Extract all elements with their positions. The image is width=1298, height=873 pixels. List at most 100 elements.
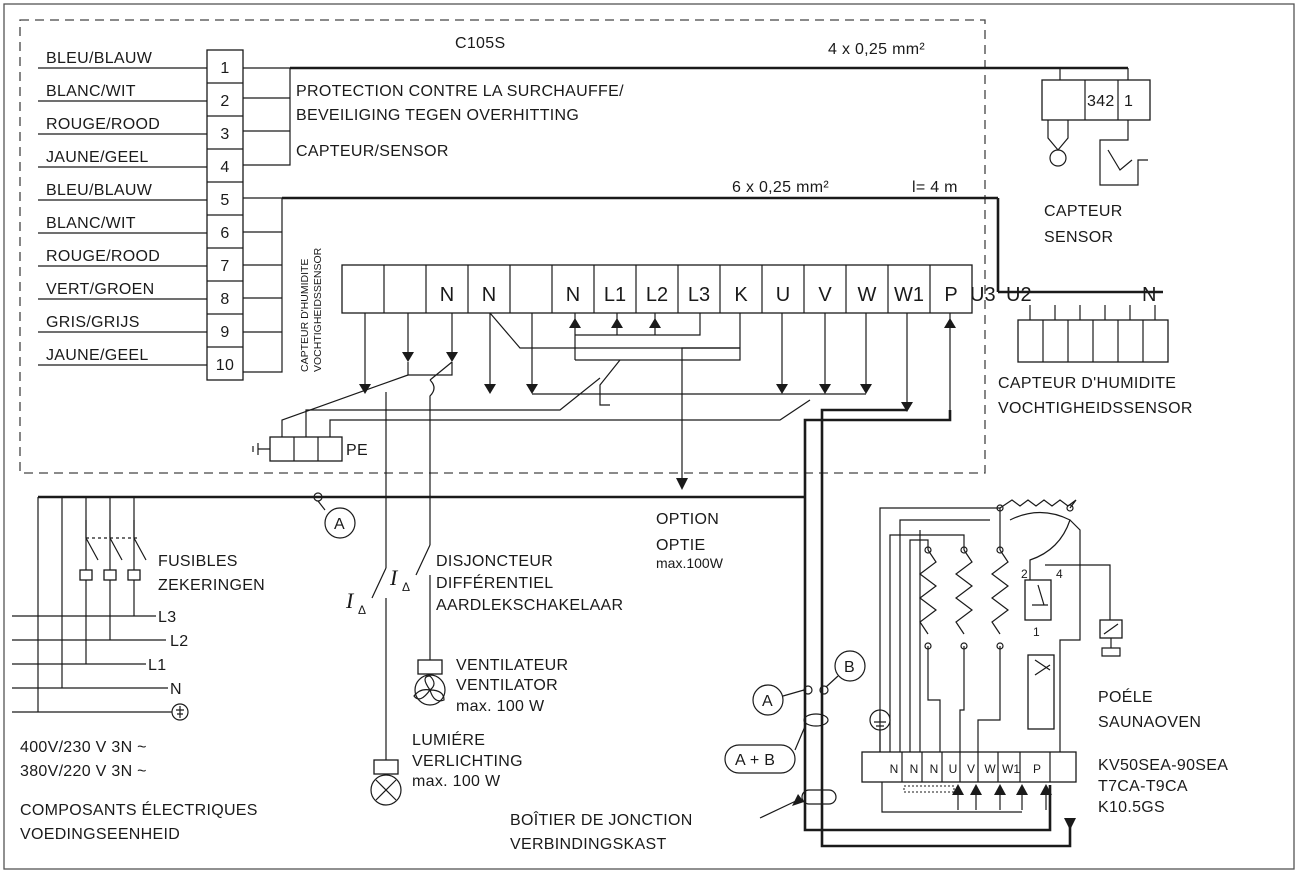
strip-terminal-label: N	[566, 284, 580, 306]
junction-label-1: BOÎTIER DE JONCTION	[510, 810, 693, 829]
svg-text:2: 2	[1021, 567, 1028, 581]
pe-label: PE	[346, 442, 368, 459]
terminal-number: 4	[220, 159, 229, 176]
strip-terminal-label: V	[818, 284, 832, 306]
fuses-label-1: FUSIBLES	[158, 553, 238, 570]
stove-terminal-label: U	[949, 762, 958, 776]
overheat-line-2: BEVEILIGING TEGEN OVERHITTING	[296, 107, 579, 124]
sensor-caption-1: CAPTEUR	[1044, 203, 1123, 220]
components-label-1: COMPOSANTS ÉLECTRIQUES	[20, 800, 258, 819]
wire-color-label: JAUNE/GEEL	[46, 149, 149, 166]
svg-text:A: A	[334, 516, 345, 533]
wire-color-label: ROUGE/ROOD	[46, 116, 160, 133]
internal-wiring	[252, 312, 1072, 848]
svg-text:I: I	[389, 565, 399, 590]
cable-length: l= 4 m	[912, 179, 958, 196]
strip-terminal-label: U	[776, 284, 790, 306]
supply-network	[12, 492, 805, 721]
terminal-number: 3	[220, 126, 229, 143]
svg-text:1: 1	[1033, 625, 1040, 639]
wire-color-label: GRIS/GRIJS	[46, 314, 140, 331]
sensor-wiring	[243, 66, 1129, 166]
rcd-label-2: DIFFÉRENTIEL	[436, 573, 553, 592]
humidity-vertical-1: CAPTEUR D'HUMIDITE	[299, 259, 311, 372]
svg-text:I: I	[345, 588, 355, 613]
junction-markers: A B A + B	[724, 650, 866, 819]
stove-label-2: SAUNAOVEN	[1098, 714, 1201, 731]
supply-line-label: L3	[158, 609, 176, 626]
unit-name: C105S	[455, 35, 505, 52]
fan-label-2: VENTILATOR	[456, 677, 558, 694]
terminal-number: 8	[220, 291, 229, 308]
voltage-line-2: 380V/220 V 3N ~	[20, 763, 147, 780]
stove-terminal-label: W1	[1002, 762, 1020, 776]
fan-label-1: VENTILATEUR	[456, 657, 568, 674]
svg-text:B: B	[844, 659, 855, 676]
supply-line-label: L1	[148, 657, 166, 674]
wire-color-label: BLANC/WIT	[46, 215, 136, 232]
voltage-line-1: 400V/230 V 3N ~	[20, 739, 147, 756]
point-a-marker	[324, 507, 356, 539]
wire-color-label: BLANC/WIT	[46, 83, 136, 100]
svg-text:342: 342	[1087, 93, 1115, 110]
strip-terminal-label: P	[944, 284, 957, 306]
stove-model-2: T7CA-T9CA	[1098, 778, 1188, 795]
humidity-caption-2: VOCHTIGHEIDSSENSOR	[998, 400, 1193, 417]
light-label-3: max. 100 W	[412, 773, 501, 790]
overheat-line-1: PROTECTION CONTRE LA SURCHAUFFE/	[296, 83, 624, 100]
svg-text:A + B: A + B	[735, 752, 775, 769]
strip-terminal-label: K	[734, 284, 748, 306]
junction-label-2: VERBINDINGSKAST	[510, 836, 667, 853]
supply-line-label: L2	[170, 633, 188, 650]
option-label-2: OPTIE	[656, 537, 706, 554]
svg-text:4: 4	[1056, 567, 1063, 581]
option-label-1: OPTION	[656, 511, 719, 528]
terminal-u2: U2	[1006, 284, 1032, 306]
supply-line-label: N	[170, 681, 182, 698]
svg-text:Δ: Δ	[402, 580, 410, 594]
stove-terminal-label: W	[984, 762, 996, 776]
terminal-number: 7	[220, 258, 229, 275]
rcd-label-3: AARDLEKSCHAKELAAR	[436, 597, 623, 614]
sensor-label: CAPTEUR/SENSOR	[296, 143, 449, 160]
light-label-1: LUMIÉRE	[412, 730, 485, 749]
stove-model-1: KV50SEA-90SEA	[1098, 757, 1228, 774]
option-label-3: max.100W	[656, 555, 724, 571]
terminal-number: 9	[220, 324, 229, 341]
strip-terminal-label: N	[440, 284, 454, 306]
stove-model-3: K10.5GS	[1098, 799, 1165, 816]
wire-color-label: ROUGE/ROOD	[46, 248, 160, 265]
humidity-sensor	[1017, 305, 1169, 363]
sensor-caption-2: SENSOR	[1044, 229, 1113, 246]
wire-color-label: BLEU/BLAUW	[46, 50, 153, 67]
fan-label-3: max. 100 W	[456, 698, 545, 715]
terminal-number: 5	[220, 192, 229, 209]
cable-4-core: 4 x 0,25 mm²	[828, 41, 925, 58]
strip-terminal-label: W	[858, 284, 877, 306]
wire-color-label: JAUNE/GEEL	[46, 347, 149, 364]
outer-frame	[3, 3, 1295, 870]
terminal-u3: U3	[970, 284, 996, 306]
svg-text:Δ: Δ	[358, 603, 366, 617]
terminal-number: 1	[220, 60, 229, 77]
humidity-caption-1: CAPTEUR D'HUMIDITE	[998, 375, 1176, 392]
svg-text:A: A	[762, 693, 773, 710]
rcd-switches: I Δ I Δ	[345, 544, 431, 760]
wire-color-label: VERT/GROEN	[46, 281, 155, 298]
strip-terminal-label: L3	[688, 284, 710, 306]
wire-color-label: BLEU/BLAUW	[46, 182, 153, 199]
light-label-2: VERLICHTING	[412, 753, 523, 770]
strip-terminal-label: N	[482, 284, 496, 306]
strip-terminal-label: W1	[894, 284, 924, 306]
terminal-number: 2	[220, 93, 229, 110]
stove-terminal-label: P	[1033, 762, 1041, 776]
rcd-label-1: DISJONCTEUR	[436, 553, 553, 570]
strip-terminal-label: L2	[646, 284, 668, 306]
stove-terminal-label: N	[890, 762, 899, 776]
stove-terminal-label: V	[967, 762, 975, 776]
humidity-wiring	[243, 196, 1163, 373]
